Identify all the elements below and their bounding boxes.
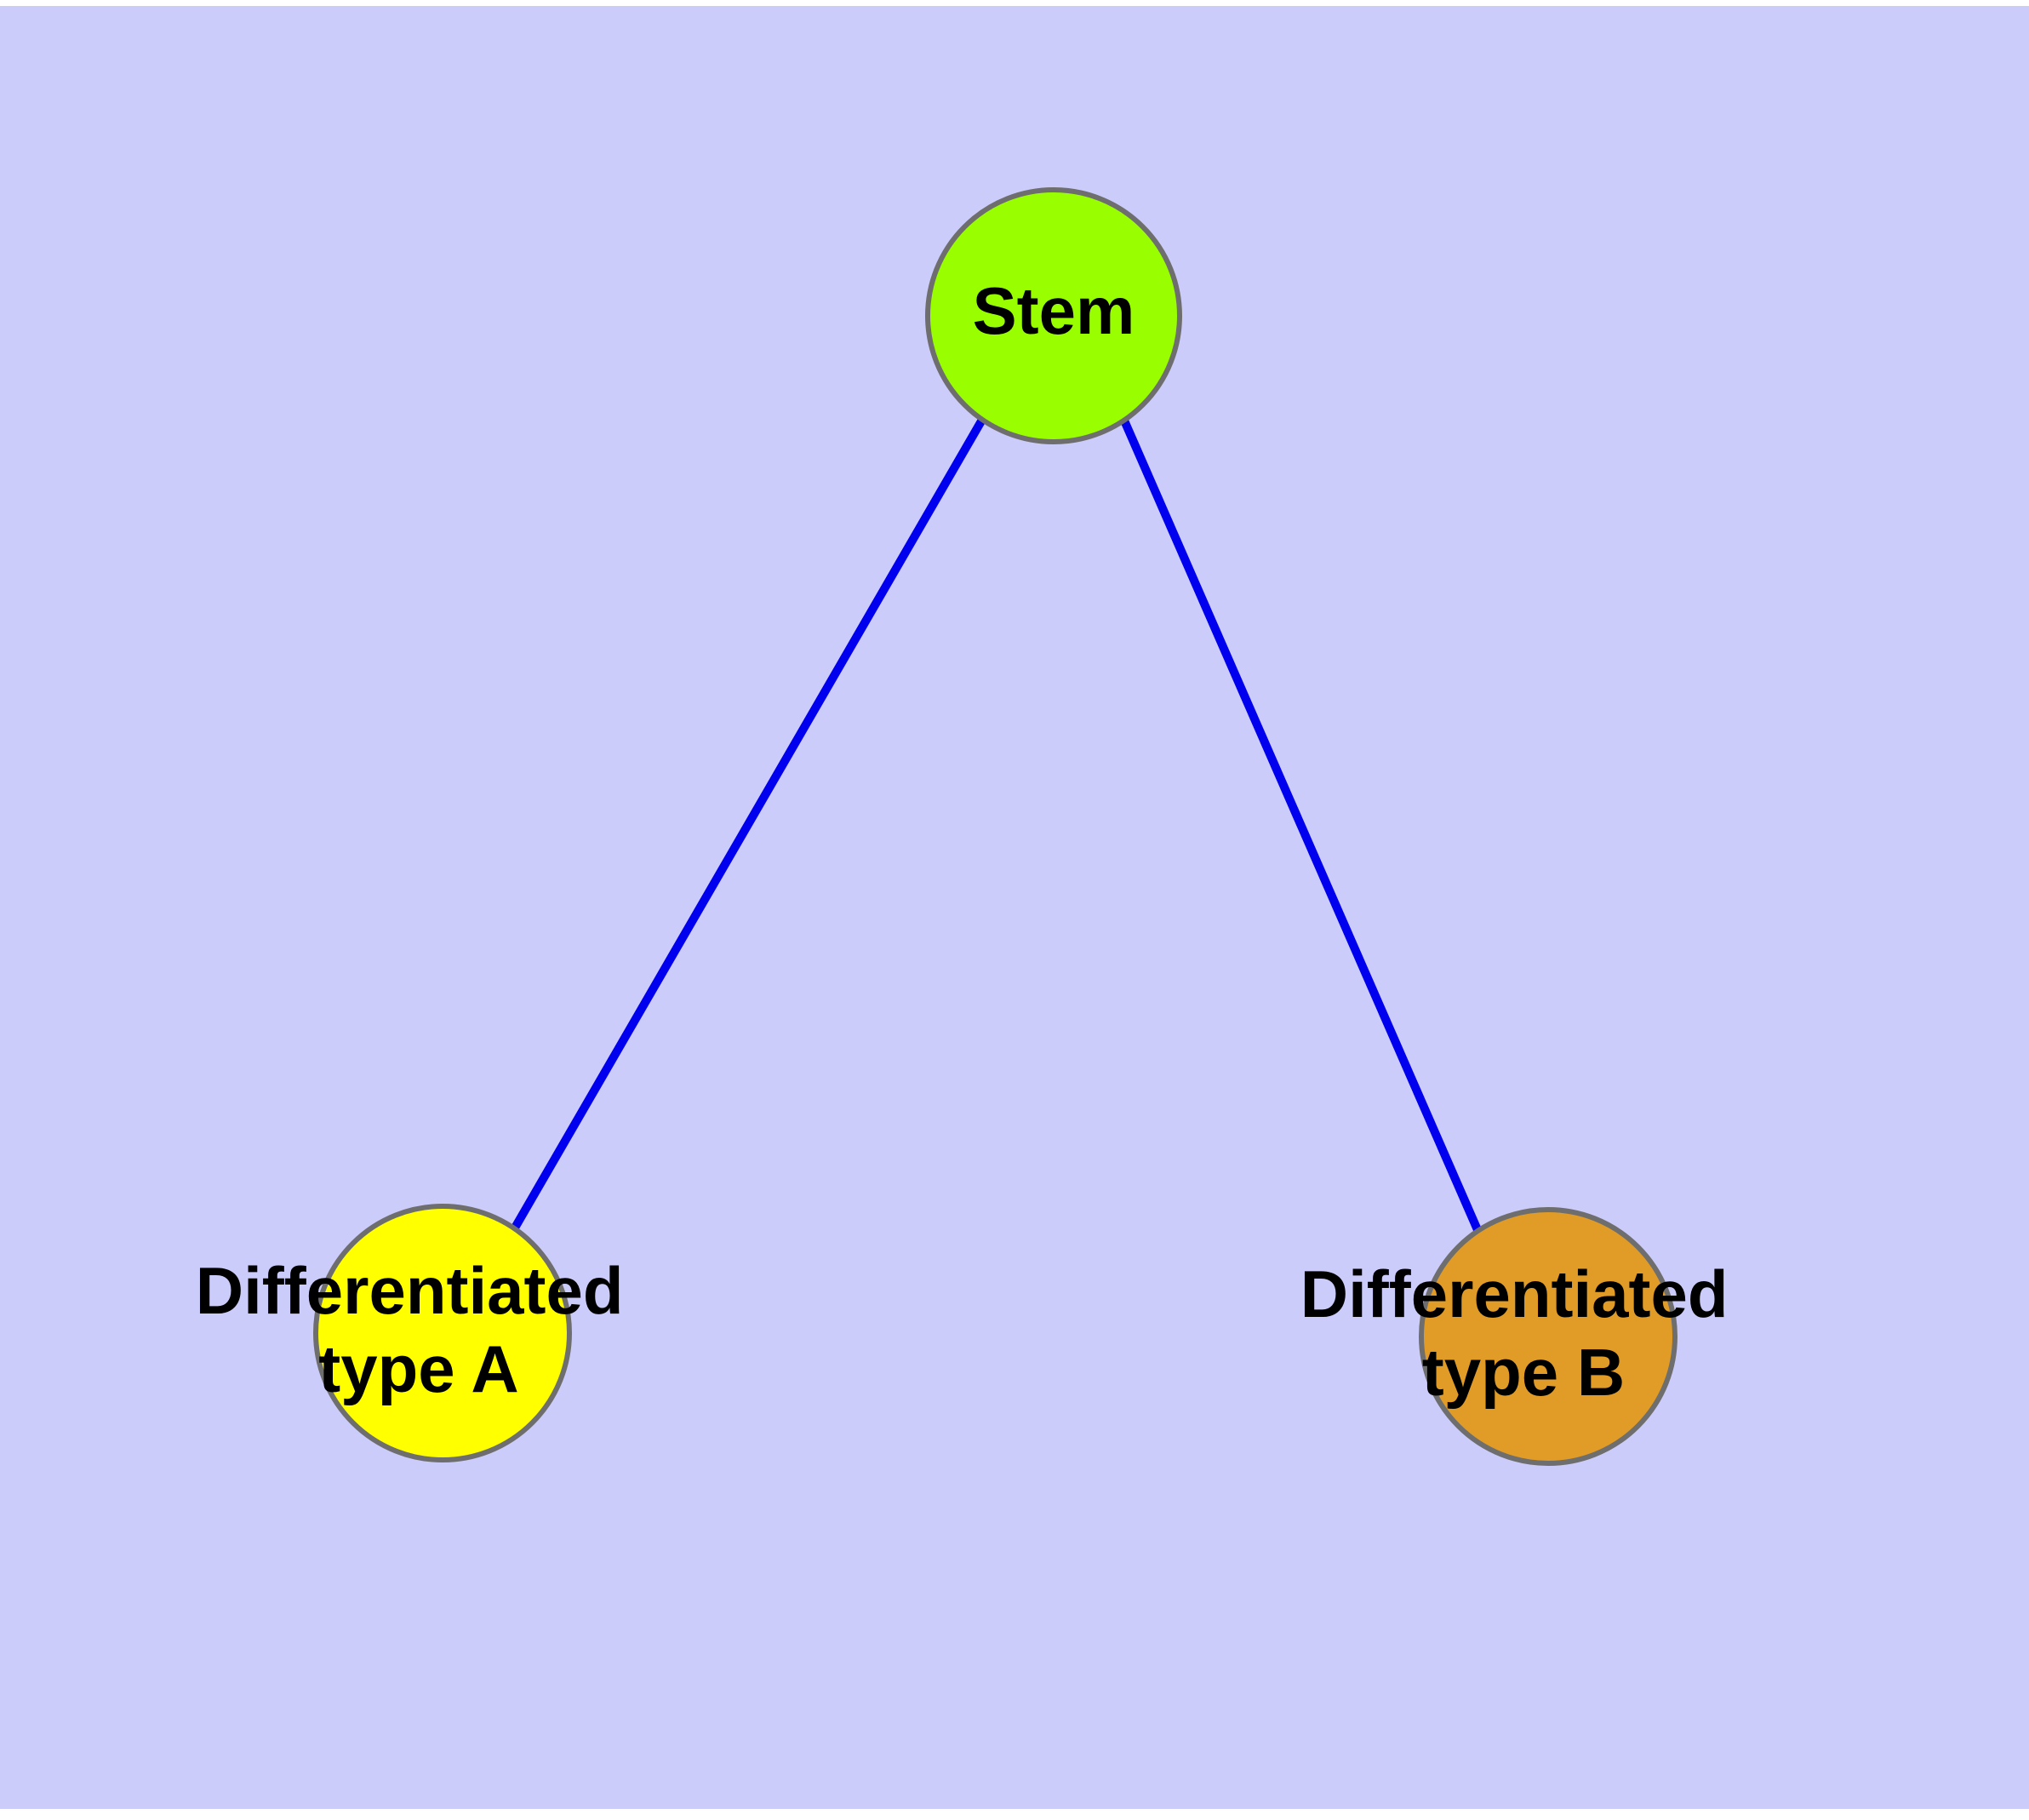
- edge-stem-to-differentiated-type-a[interactable]: [510, 417, 986, 1232]
- node-layer: [313, 187, 1677, 1466]
- label-layer: Stem Differentiated type A Differentiate…: [196, 273, 1746, 1410]
- node-stem-label-line-1: Stem: [973, 273, 1135, 348]
- node-differentiated-type-a-label-line-1: Differentiated: [196, 1253, 624, 1328]
- node-differentiated-type-a-circle[interactable]: [313, 1204, 572, 1462]
- node-differentiated-type-b-label-line-2: type B: [1422, 1335, 1625, 1410]
- node-differentiated-type-b-label: Differentiated type B: [1300, 1256, 1746, 1410]
- node-differentiated-type-a-label-line-2: type A: [318, 1331, 519, 1406]
- edge-stem-to-differentiated-type-b[interactable]: [1120, 418, 1483, 1234]
- node-stem-circle[interactable]: [925, 187, 1182, 444]
- node-differentiated-type-b-label-line-1: Differentiated: [1300, 1256, 1729, 1331]
- node-differentiated-type-a-label: Differentiated type A: [196, 1253, 642, 1406]
- edge-layer: [510, 417, 1483, 1234]
- node-differentiated-type-b-circle[interactable]: [1419, 1207, 1677, 1466]
- node-stem-label: Stem: [973, 273, 1135, 348]
